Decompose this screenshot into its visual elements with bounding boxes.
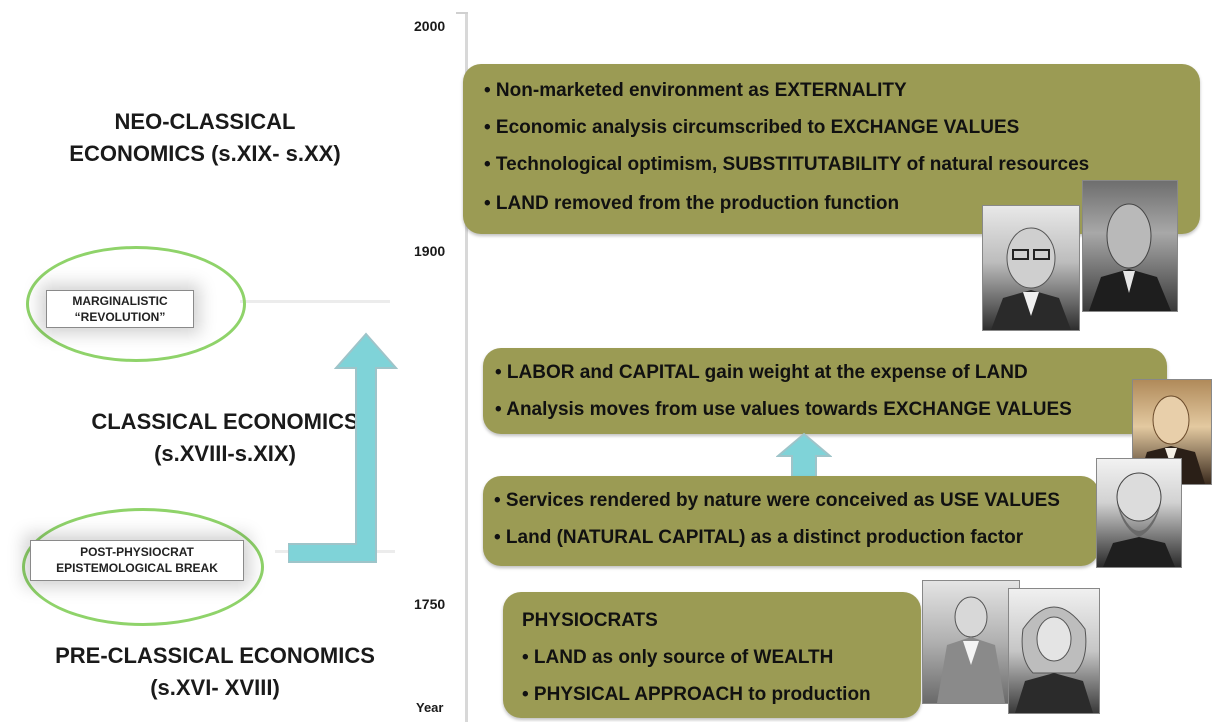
marginalistic-oval bbox=[26, 246, 246, 362]
up-arrow-icon bbox=[776, 432, 832, 479]
era-neo-classical: NEO-CLASSICAL ECONOMICS (s.XIX- s.XX) bbox=[69, 109, 341, 166]
post-physiocrat-label: POST-PHYSIOCRAT EPISTEMOLOGICAL BREAK bbox=[30, 540, 244, 581]
portrait-quesnay-icon bbox=[1015, 606, 1093, 713]
post-physiocrat-label-line2: EPISTEMOLOGICAL BREAK bbox=[56, 561, 218, 575]
marginalistic-label-line1: MARGINALISTIC bbox=[72, 294, 168, 308]
portrait-quesnay bbox=[1008, 588, 1100, 714]
post-physiocrat-label-line1: POST-PHYSIOCRAT bbox=[80, 545, 194, 559]
axis-tick-top bbox=[456, 12, 468, 14]
era-classical: CLASSICAL ECONOMICS (s.XVIII-s.XIX) bbox=[91, 409, 359, 466]
year-1900: 1900 bbox=[414, 243, 446, 259]
classical-lower-box bbox=[483, 476, 1099, 566]
neo-item-3: • Technological optimism, SUBSTITUTABILI… bbox=[484, 154, 1090, 175]
physiocrats-item-1: • LAND as only source of WEALTH bbox=[522, 647, 834, 668]
portrait-glasses-icon bbox=[991, 227, 1071, 330]
classical-upper-box bbox=[483, 348, 1167, 434]
post-physiocrat-oval bbox=[22, 508, 264, 626]
portrait-elder-icon bbox=[1089, 203, 1171, 311]
timeline-axis bbox=[465, 12, 468, 722]
year-axis-label: Year bbox=[416, 700, 444, 715]
guide-line-marginalistic bbox=[240, 300, 390, 303]
year-2000: 2000 bbox=[414, 18, 446, 34]
neo-item-2: • Economic analysis circumscribed to EXC… bbox=[484, 117, 1020, 138]
classical-lower-item-1: • Services rendered by nature were conce… bbox=[494, 490, 1060, 511]
era-pre-classical: PRE-CLASSICAL ECONOMICS (s.XVI- XVIII) bbox=[55, 643, 375, 700]
physiocrats-box bbox=[503, 592, 921, 718]
classical-lower-item-2: • Land (NATURAL CAPITAL) as a distinct p… bbox=[494, 527, 1024, 548]
portrait-physiocrat-1 bbox=[922, 580, 1020, 704]
portrait-economist-glasses bbox=[982, 205, 1080, 331]
classical-upper-item-2: • Analysis moves from use values towards… bbox=[495, 399, 1072, 420]
portrait-economist-elder bbox=[1082, 180, 1178, 312]
physiocrats-item-2: • PHYSICAL APPROACH to production bbox=[522, 684, 871, 705]
portrait-physiocrat-1-icon bbox=[937, 596, 1005, 703]
classical-upper-item-1: • LABOR and CAPITAL gain weight at the e… bbox=[495, 362, 1028, 383]
neo-item-1: • Non-marketed environment as EXTERNALIT… bbox=[484, 80, 907, 101]
neo-item-4: • LAND removed from the production funct… bbox=[484, 193, 900, 214]
year-1750: 1750 bbox=[414, 596, 446, 612]
marginalistic-label-line2: “REVOLUTION” bbox=[74, 310, 166, 324]
portrait-marx bbox=[1096, 458, 1182, 568]
marginalistic-label: MARGINALISTIC “REVOLUTION” bbox=[46, 290, 194, 328]
portrait-marx-icon bbox=[1103, 472, 1175, 567]
transition-arrow-icon bbox=[288, 332, 398, 563]
physiocrats-title: PHYSIOCRATS bbox=[522, 610, 658, 631]
